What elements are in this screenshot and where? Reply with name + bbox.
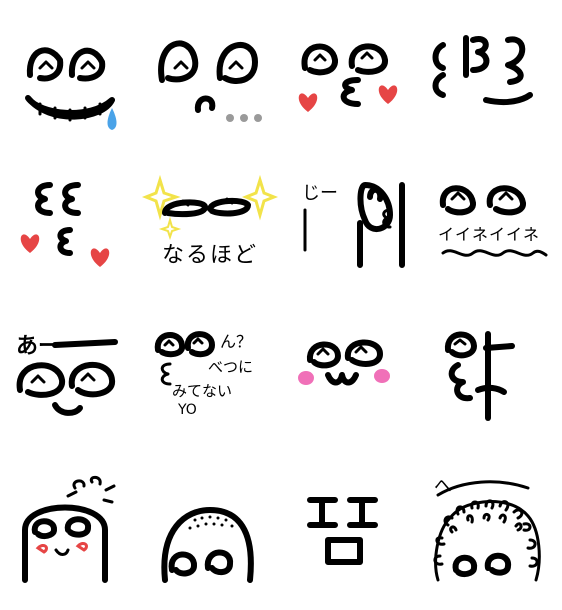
sticker-15-symbol[interactable] xyxy=(290,470,420,610)
sticker-8-iine[interactable]: イイネイイネ xyxy=(428,175,558,315)
sticker-14-buzzcut[interactable] xyxy=(150,470,280,610)
sticker-9-aa[interactable]: あー xyxy=(10,320,140,460)
sticker-5-epsilon[interactable] xyxy=(10,175,140,315)
caption-yo: YO xyxy=(178,402,197,418)
denying-face-icon xyxy=(154,331,215,386)
caption-jii: じー xyxy=(302,183,338,204)
sticker-12-profile[interactable] xyxy=(428,320,558,460)
sticker-11-blush-smile[interactable] xyxy=(290,320,420,460)
sticker-10-betsuni[interactable]: ん？ べつに みてない YO xyxy=(150,320,280,460)
grin-face-icon xyxy=(25,47,117,130)
ghost-face-icon xyxy=(22,475,116,583)
blushing-face-icon xyxy=(298,339,390,386)
sticker-7-jii[interactable]: じー xyxy=(290,175,420,315)
sticker-13-ghost[interactable] xyxy=(10,470,140,610)
love-face-icon xyxy=(298,43,398,112)
profile-face-icon xyxy=(445,331,515,421)
peeking-face-icon xyxy=(303,182,405,268)
caption-he: へ xyxy=(434,476,452,497)
sparkle-face-icon xyxy=(141,174,279,241)
silent-face-icon xyxy=(158,40,262,122)
caption-iine: イイネイイネ xyxy=(438,225,541,244)
caption-mitenai: みてない xyxy=(172,382,233,400)
approving-face-icon xyxy=(439,185,548,257)
caption-n: ん？ xyxy=(220,332,253,351)
caption-naruhodo: なるほど xyxy=(162,243,259,268)
buzzcut-face-icon xyxy=(161,507,254,583)
sideways-face-icon xyxy=(432,35,533,106)
sticker-3-hearts[interactable] xyxy=(290,20,420,160)
sticker-2-dots[interactable] xyxy=(150,20,280,160)
realizing-face-icon xyxy=(16,339,118,416)
caption-betsuni: べつに xyxy=(208,358,254,376)
shy-face-icon xyxy=(20,182,110,267)
sticker-6-naruhodo[interactable]: なるほど xyxy=(141,174,280,315)
sticker-4-sideways[interactable] xyxy=(428,20,558,160)
sticker-16-curly[interactable]: へ xyxy=(428,470,558,610)
sticker-1-grin-sweat[interactable] xyxy=(10,20,140,160)
symbol-face-icon xyxy=(307,497,378,565)
caption-aa: あー xyxy=(16,334,61,359)
curly-hair-face-icon xyxy=(433,480,541,582)
